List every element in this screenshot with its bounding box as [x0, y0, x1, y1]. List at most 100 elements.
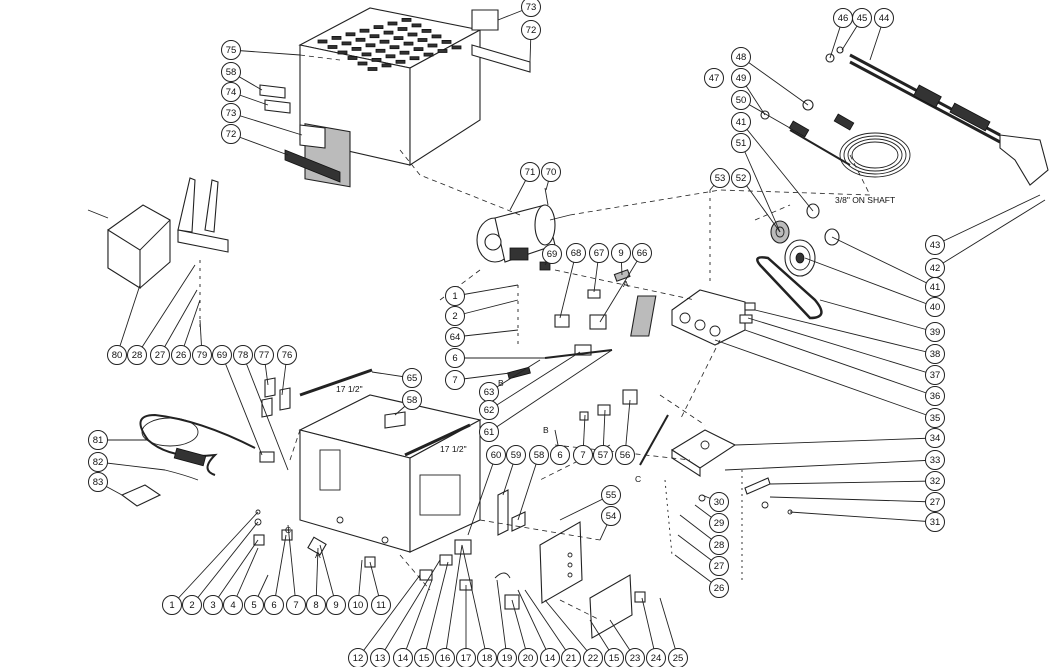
callout-number: 28 — [132, 350, 143, 361]
vent-slot — [359, 28, 370, 33]
callout-43: 43 — [925, 235, 945, 255]
callout-81: 81 — [88, 430, 108, 450]
leader-line-51 — [740, 142, 781, 233]
callout-2: 2 — [445, 306, 465, 326]
vent-slot — [375, 48, 386, 53]
callout-number: 34 — [930, 433, 941, 444]
leader-line-82 — [97, 461, 166, 471]
callout-number: 47 — [709, 73, 720, 84]
callout-34: 34 — [925, 428, 945, 448]
callout-79: 79 — [192, 345, 212, 365]
callout-52: 52 — [731, 168, 751, 188]
vent-slot — [417, 38, 428, 42]
callout-number: 83 — [93, 477, 104, 488]
callout-number: 74 — [226, 87, 237, 98]
vent-slot — [379, 39, 390, 44]
callout-33: 33 — [925, 450, 945, 470]
hose-coil — [788, 113, 911, 178]
callout-number: 72 — [526, 25, 537, 36]
callout-number: 63 — [484, 387, 495, 398]
pulley-large — [784, 239, 816, 277]
motor-key-70 — [544, 187, 549, 206]
unloader-66 — [574, 314, 607, 356]
vent-slot — [341, 41, 352, 46]
callout-number: 53 — [715, 173, 726, 184]
leader-line-72 — [230, 133, 289, 156]
callout-27: 27 — [150, 345, 170, 365]
callout-15: 15 — [414, 648, 434, 667]
callout-number: 28 — [714, 540, 725, 551]
callout-32: 32 — [925, 471, 945, 491]
callout-number: 67 — [594, 248, 605, 259]
vent-slot — [373, 25, 384, 30]
callout-67: 67 — [589, 243, 609, 263]
leader-line-3 — [212, 539, 259, 606]
callout-68: 68 — [566, 243, 586, 263]
callout-number: 37 — [930, 370, 941, 381]
decal-58-hood — [259, 84, 286, 99]
callout-number: 32 — [930, 476, 941, 487]
power-cord — [139, 413, 275, 476]
leader-line-39 — [819, 299, 936, 333]
callout-65: 65 — [402, 368, 422, 388]
callout-41: 41 — [731, 112, 751, 132]
vent-slot — [397, 27, 408, 31]
fitting-69-motor — [539, 261, 551, 271]
callout-number: 17 — [461, 653, 472, 664]
vent-slot — [401, 17, 412, 22]
callout-number: 26 — [714, 583, 725, 594]
callout-72: 72 — [221, 124, 241, 144]
callout-26: 26 — [709, 578, 729, 598]
valve-68 — [554, 314, 570, 328]
callout-21: 21 — [561, 648, 581, 667]
callout-number: 15 — [419, 653, 430, 664]
callout-number: 30 — [714, 497, 725, 508]
callout-number: 50 — [736, 95, 747, 106]
card-83 — [120, 484, 162, 507]
leader-line-43 — [934, 194, 1041, 246]
vent-slot — [393, 36, 404, 40]
leader-line-73 — [230, 112, 303, 136]
callout-27: 27 — [925, 492, 945, 512]
leader-line-63 — [488, 359, 541, 393]
vent-slot — [431, 34, 442, 39]
decals-59-58-60 — [497, 489, 526, 536]
callout-number: 24 — [651, 653, 662, 664]
vent-slot — [337, 50, 348, 55]
frame-labels-77-76 — [261, 377, 291, 418]
callout-28: 28 — [709, 535, 729, 555]
vent-slot — [411, 23, 422, 28]
callout-50: 50 — [731, 90, 751, 110]
callout-24: 24 — [646, 648, 666, 667]
callout-1: 1 — [445, 286, 465, 306]
leader-line-21 — [524, 589, 572, 659]
callout-59: 59 — [506, 445, 526, 465]
callout-number: 2 — [452, 311, 457, 322]
callout-18: 18 — [477, 648, 497, 667]
panel-decal-23 — [589, 574, 633, 639]
leader-line-24 — [641, 597, 657, 659]
leader-line-37 — [747, 317, 936, 376]
callout-number: 73 — [226, 108, 237, 119]
callout-23: 23 — [625, 648, 645, 667]
pump-plate — [670, 429, 737, 478]
callout-number: 7 — [452, 375, 457, 386]
leader-line-18 — [461, 544, 488, 659]
note-letter-b1: B — [498, 378, 504, 388]
vent-slot — [403, 41, 414, 46]
callout-73: 73 — [221, 103, 241, 123]
vent-slot — [367, 67, 378, 71]
leader-line-41 — [740, 121, 814, 212]
callout-71: 71 — [520, 162, 540, 182]
callout-62: 62 — [479, 400, 499, 420]
callout-73: 73 — [521, 0, 541, 17]
callout-2: 2 — [182, 595, 202, 615]
callout-39: 39 — [925, 322, 945, 342]
callout-number: 49 — [736, 73, 747, 84]
hose-62 — [544, 349, 613, 359]
callout-27: 27 — [709, 556, 729, 576]
callout-9: 9 — [611, 243, 631, 263]
decal-73-hood — [299, 124, 326, 149]
leader-line-69 — [221, 354, 263, 456]
leader-line-19 — [496, 579, 508, 659]
